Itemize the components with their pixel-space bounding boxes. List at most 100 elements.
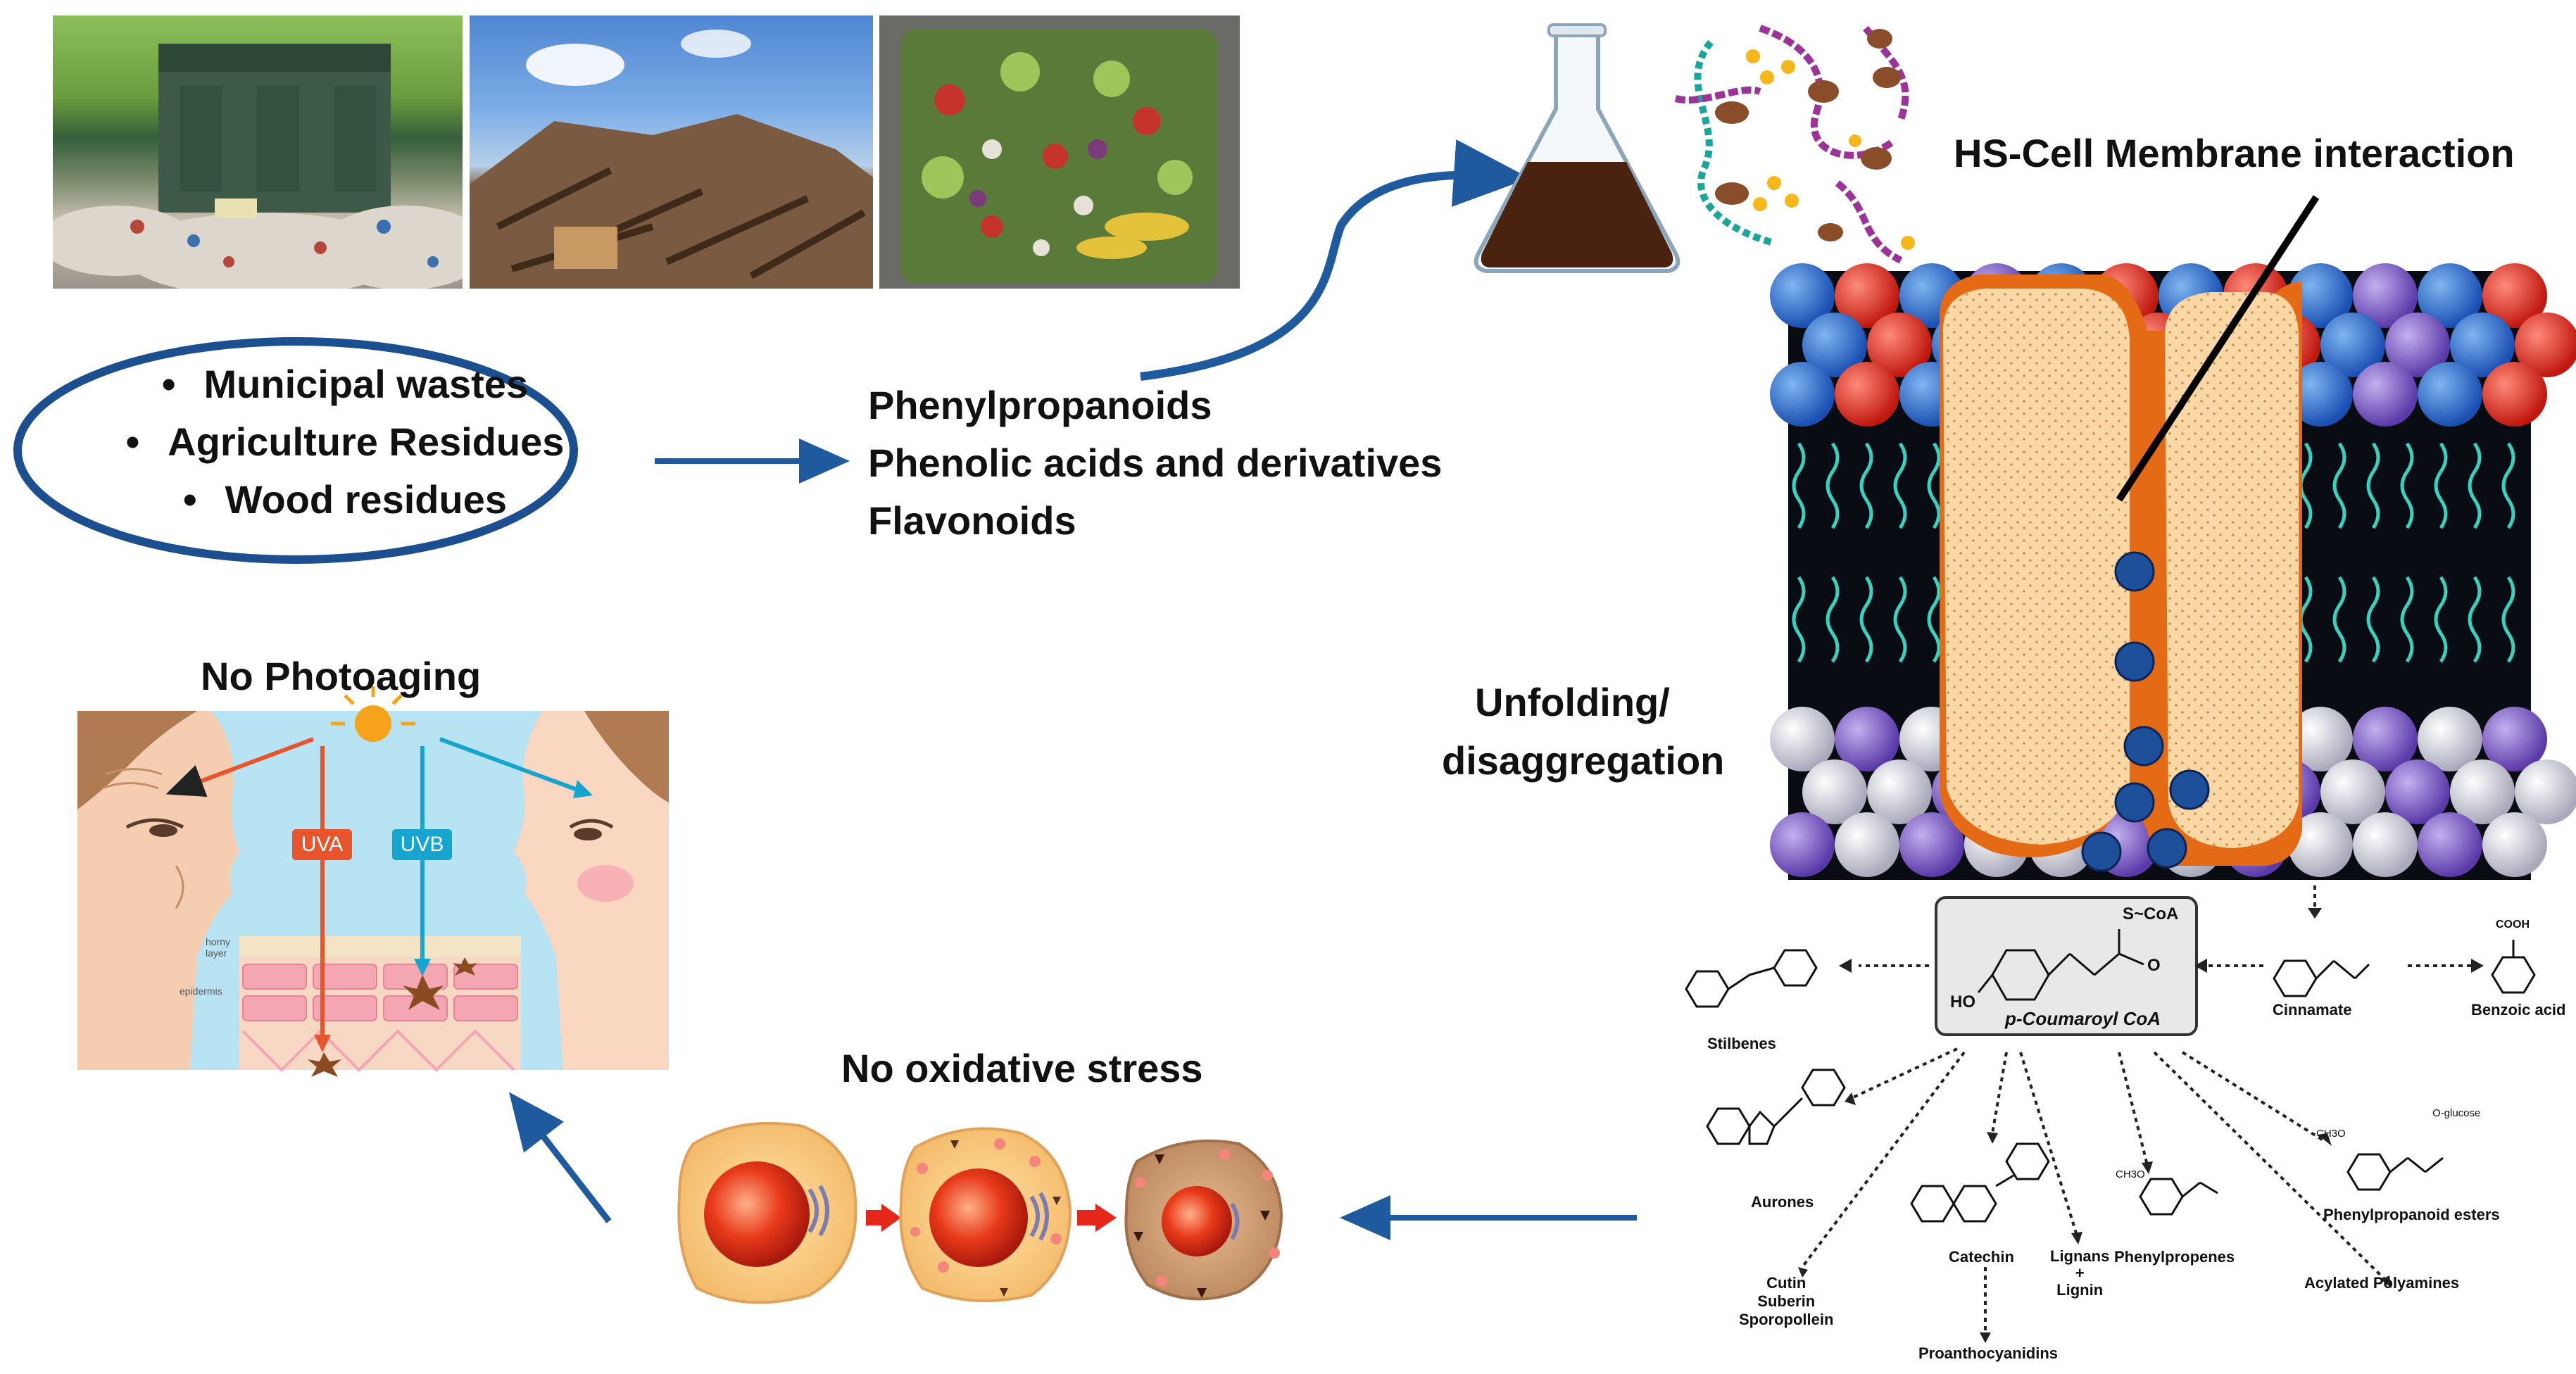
lipid-tail xyxy=(2434,442,2448,529)
lignans-lignin-label: Lignans + Lignin xyxy=(2050,1248,2109,1299)
stressed-cell-icon xyxy=(899,1127,1072,1302)
cinnamate-label: Cinnamate xyxy=(2273,1001,2352,1019)
disaggregation-label: disaggregation xyxy=(1442,738,1725,783)
uva-tag-bg xyxy=(292,829,352,860)
lipid-head-bottom xyxy=(2450,760,2515,824)
proanthocyanidins-label: Proanthocyanidins xyxy=(1918,1344,2059,1362)
lipid-head-bottom xyxy=(1802,760,1867,824)
lipid-tail xyxy=(1826,442,1840,529)
carbonyl-o-label: O xyxy=(2147,956,2161,975)
lipid-head-top xyxy=(2482,362,2547,427)
source-item-agriculture: Agriculture Residues xyxy=(106,413,584,471)
unfolding-label: Unfolding/ xyxy=(1475,680,1670,724)
aurone-ring-2 xyxy=(1801,1069,1846,1107)
coumaroyl-structure xyxy=(1977,929,2144,1001)
cinnamate-structure xyxy=(2273,959,2318,997)
damaged-cell-icon xyxy=(1124,1139,1283,1301)
healthy-cell-icon xyxy=(677,1121,857,1304)
lipid-tail xyxy=(1859,576,1873,663)
catechin-label: Catechin xyxy=(1949,1248,2014,1266)
uva-label: UVA xyxy=(301,833,344,856)
cutin-suberin-sporopollein-label: Cutin Suberin Sporopollein xyxy=(1739,1274,1833,1329)
lipid-head-bottom xyxy=(1899,812,1964,877)
aurone-ring-1 xyxy=(1706,1107,1751,1145)
uvb-tag-bg xyxy=(392,829,452,860)
lipid-head-bottom xyxy=(2288,707,2353,771)
lipid-head-bottom xyxy=(2353,707,2418,771)
lignin-label: Lignin xyxy=(2056,1281,2104,1299)
lipid-head-top xyxy=(2385,313,2450,377)
photo-wood-residues xyxy=(470,15,873,289)
lipid-head-bottom xyxy=(2418,812,2482,877)
lipid-tail xyxy=(1893,576,1907,663)
lipid-head-bottom xyxy=(2353,812,2418,877)
lipid-tail xyxy=(2468,442,2482,529)
lipid-head-bottom xyxy=(1835,707,1899,771)
lipid-tail xyxy=(1826,576,1840,663)
lipid-head-bottom xyxy=(2515,760,2576,824)
lipid-tail xyxy=(2366,442,2380,529)
no-oxidative-stress-label: No oxidative stress xyxy=(841,1046,1203,1090)
stilbene-ring-1 xyxy=(1685,970,1730,1008)
uvb-label: UVB xyxy=(400,833,444,856)
ch3o-label: CH3O xyxy=(2116,1168,2145,1180)
cutin-label: Cutin xyxy=(1766,1274,1807,1292)
suberin-label: Suberin xyxy=(1757,1292,1816,1310)
benzoic-acid-label: Benzoic acid xyxy=(2471,1001,2566,1019)
epidermis-label: epidermis xyxy=(180,985,222,997)
lipid-head-top xyxy=(1835,263,1899,328)
lipid-head-top xyxy=(1770,263,1835,328)
horny-layer-text-1: horny xyxy=(206,936,231,947)
lipid-tail xyxy=(2501,442,2515,529)
lipid-tail xyxy=(2468,576,2482,663)
phenolic-compounds-list: Phenylpropanoids Phenolic acids and deri… xyxy=(868,377,1442,550)
phenylpropenes-label: Phenylpropenes xyxy=(2114,1248,2235,1266)
lipid-head-top xyxy=(1835,362,1899,427)
photo-agriculture-residues xyxy=(879,15,1240,289)
coumaroyl-coa-label: p-Coumaroyl CoA xyxy=(2005,1008,2161,1029)
lipid-tail xyxy=(2400,576,2414,663)
compound-phenylpropanoids: Phenylpropanoids xyxy=(868,383,1212,427)
catechin-ring-2 xyxy=(2005,1142,2050,1180)
humic-substance-cluster-icon xyxy=(1674,25,1915,264)
lipid-head-bottom xyxy=(2385,760,2450,824)
lipid-tail xyxy=(2332,576,2346,663)
sporopollein-label: Sporopollein xyxy=(1739,1311,1834,1328)
lipid-tail xyxy=(2400,442,2414,529)
flask-icon xyxy=(1474,23,1680,273)
phenylpropanoid-ester-structure xyxy=(2346,1153,2392,1191)
waste-sources-list: Municipal wastes Agriculture Residues Wo… xyxy=(106,355,584,529)
lipid-head-top xyxy=(2353,263,2418,328)
lipid-tail xyxy=(1927,576,1941,663)
coumaroyl-ho-label: HO xyxy=(1950,992,1975,1011)
lipid-head-bottom xyxy=(1770,812,1835,877)
lipid-head-bottom xyxy=(2482,707,2547,771)
lipid-head-bottom xyxy=(2320,760,2385,824)
benzoic-acid-structure xyxy=(2491,956,2536,994)
lipid-head-bottom xyxy=(1867,760,1932,824)
stilbene-ring-2 xyxy=(1773,949,1818,987)
phenylpropanoid-esters-label: Phenylpropanoid esters xyxy=(2323,1206,2500,1223)
ester-ch3o-label: CH3O xyxy=(2316,1128,2346,1140)
cell-membrane-illustration xyxy=(1770,195,2576,880)
photo-municipal-waste xyxy=(53,15,463,289)
lipid-head-top xyxy=(1867,313,1932,377)
sun-icon xyxy=(355,705,391,742)
scoa-label: S~CoA xyxy=(2123,905,2179,924)
lignans-label: Lignans xyxy=(2050,1247,2110,1265)
lipid-tail xyxy=(2366,576,2380,663)
lipid-head-top xyxy=(2418,263,2482,328)
horny-layer-label: horny layer xyxy=(206,936,230,959)
lipid-head-top xyxy=(1802,313,1867,377)
lipid-head-top xyxy=(2353,362,2418,427)
no-photoaging-label: No Photoaging xyxy=(201,654,482,698)
acylated-polyamines-label: Acylated Polyamines xyxy=(2304,1274,2460,1292)
lipid-tail xyxy=(1792,576,1806,663)
photoaging-panel xyxy=(77,686,669,1077)
lipid-head-top xyxy=(1770,362,1835,427)
lipid-head-top xyxy=(2450,313,2515,377)
lipid-head-bottom xyxy=(2482,812,2547,877)
lipid-head-top xyxy=(2288,263,2353,328)
lipid-tail xyxy=(1859,442,1873,529)
